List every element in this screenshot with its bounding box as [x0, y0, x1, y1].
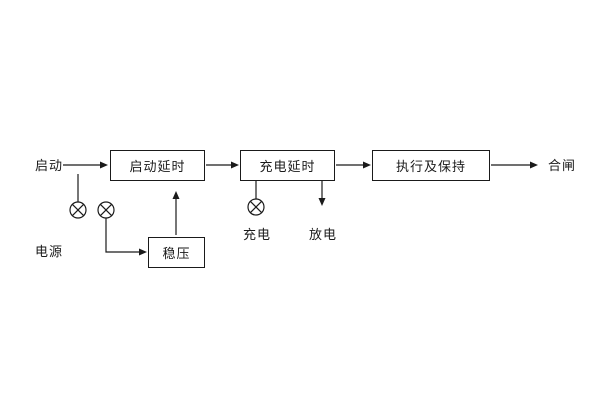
- arrow-regulator-to-start-delay: [172, 191, 180, 235]
- circle-x-lamp-icon: [69, 201, 87, 219]
- circle-x-lamp-icon: [97, 201, 115, 219]
- start-delay-box-label: 启动延时: [129, 159, 186, 174]
- arrow-charge-delay-to-execute-hold: [336, 161, 371, 169]
- regulator-box: 稳压: [148, 237, 205, 268]
- arrow-lamp-to-regulator: [105, 218, 147, 256]
- power-label: 电源: [35, 244, 64, 259]
- regulator-box-label: 稳压: [162, 246, 191, 261]
- execute-hold-box: 执行及保持: [372, 150, 490, 181]
- start-label: 启动: [35, 158, 64, 173]
- start-delay-box: 启动延时: [110, 150, 205, 181]
- charge-delay-box: 充电延时: [240, 150, 335, 181]
- circle-x-lamp-icon: [247, 198, 265, 216]
- charge-label: 充电: [243, 227, 272, 242]
- arrow-execute-hold-to-close: [491, 161, 538, 169]
- close-label: 合闸: [548, 158, 577, 173]
- charge-delay-box-label: 充电延时: [259, 159, 316, 174]
- arrow-discharge: [318, 181, 326, 206]
- discharge-label: 放电: [309, 227, 338, 242]
- arrow-start-delay-to-charge-delay: [206, 161, 239, 169]
- execute-hold-box-label: 执行及保持: [395, 159, 466, 174]
- arrow-start-to-start-delay: [63, 161, 108, 169]
